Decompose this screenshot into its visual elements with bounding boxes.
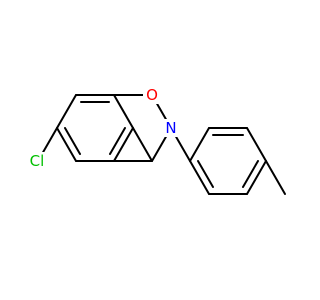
chlorine-label: Cl bbox=[30, 152, 45, 170]
bond-double-inner bbox=[242, 160, 259, 188]
nitrogen-atom: N bbox=[162, 119, 180, 137]
bond bbox=[246, 160, 267, 195]
bond bbox=[56, 127, 77, 162]
bond bbox=[113, 94, 134, 129]
atom-labels: O N Cl bbox=[24, 86, 180, 170]
oxygen-atom: O bbox=[143, 86, 161, 104]
bond bbox=[113, 127, 134, 162]
bond-double-inner bbox=[109, 127, 126, 155]
structure-canvas: O N Cl bbox=[24, 86, 286, 195]
molecule-structure: O N Cl bbox=[24, 86, 286, 195]
oxygen-label: O bbox=[146, 86, 158, 104]
nitrogen-label: N bbox=[165, 119, 176, 137]
chlorine-atom: Cl bbox=[24, 152, 50, 170]
bond bbox=[56, 94, 77, 129]
bond bbox=[246, 127, 267, 162]
bond bbox=[265, 160, 286, 195]
bond bbox=[189, 160, 210, 195]
bond-double-inner bbox=[64, 127, 81, 155]
bonds bbox=[37, 94, 286, 195]
bond bbox=[189, 127, 210, 162]
bond bbox=[132, 127, 153, 162]
bond-double-inner bbox=[197, 160, 214, 188]
